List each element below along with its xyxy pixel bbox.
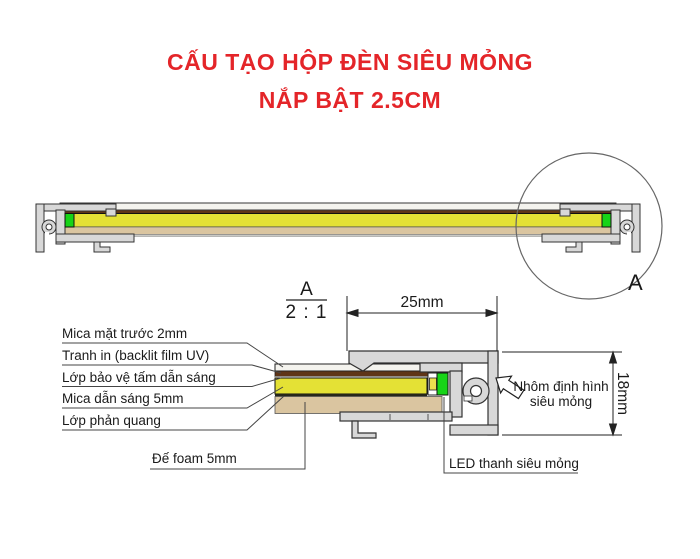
detail-led-assembly (427, 372, 449, 396)
aluminum-profile-label-line2: siêu mỏng (529, 394, 593, 409)
page-title-line-1: CẤU TẠO HỘP ĐÈN SIÊU MỎNG (166, 49, 534, 75)
section-front-mica-layer (59, 202, 617, 211)
aluminum-profile-label: Nhôm định hình siêu mỏng (504, 379, 618, 409)
page-title-line-2: NẮP BẬT 2.5CM (258, 87, 442, 113)
detail-foam-layer (274, 396, 443, 414)
aluminum-pointer-arrow (495, 375, 525, 400)
led-strip-label: LED thanh siêu mỏng (449, 456, 579, 471)
layer-label-print-film: Tranh in (backlit film UV) (62, 348, 210, 363)
detail-circle (515, 152, 663, 300)
section-back-sheet (63, 234, 613, 237)
detail-protective-layer (275, 376, 428, 378)
dimension-25mm (345, 296, 499, 351)
layer-label-front-mica: Mica mặt trước 2mm (62, 326, 188, 341)
detail-aluminum-profile (339, 350, 499, 439)
layer-label-lightguide-mica: Mica dẫn sáng 5mm (62, 391, 184, 406)
aluminum-profile-label-line1: Nhôm định hình (513, 379, 609, 394)
layer-label-protective: Lớp bảo vệ tấm dẫn sáng (62, 370, 216, 385)
dimension-18mm (502, 350, 622, 437)
section-lightguide-layer (73, 213, 603, 228)
section-print-layer (64, 210, 612, 214)
detail-view-name: A (300, 279, 313, 300)
cross-section-drawing (35, 152, 663, 300)
led-strip-detail (436, 372, 449, 396)
detail-print-layer (274, 370, 429, 377)
aluminum-end-cap-left (35, 203, 135, 253)
foam-base-label: Đế foam 5mm (152, 451, 237, 466)
leader-lines (62, 342, 578, 474)
width-dimension-label: 25mm (400, 294, 444, 311)
detail-lightguide-layer (274, 377, 428, 395)
detail-reflective-layer (275, 394, 427, 397)
detail-marker-label: A (628, 270, 643, 295)
detail-view-scale: 2 : 1 (285, 302, 328, 323)
detail-drawing (62, 296, 622, 474)
led-strip-left (64, 213, 75, 228)
layer-label-reflective: Lớp phản quang (62, 413, 161, 428)
section-foam-layer (63, 226, 613, 235)
